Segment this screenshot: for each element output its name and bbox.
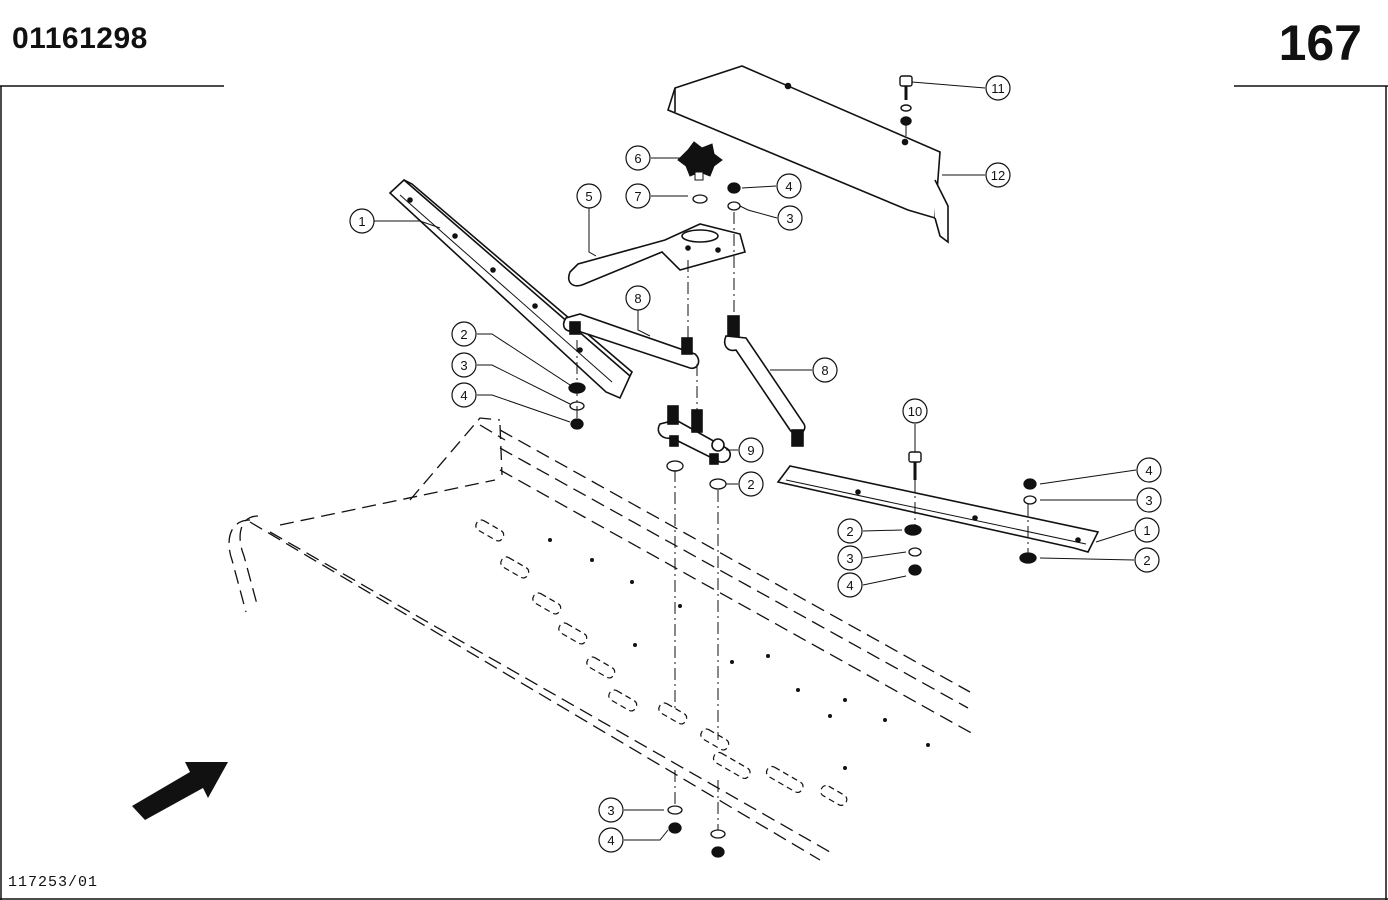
- svg-text:2: 2: [460, 327, 467, 342]
- callout: 2: [837, 518, 863, 544]
- svg-text:4: 4: [460, 388, 467, 403]
- frame-holes: [548, 538, 930, 770]
- rail-right: [776, 465, 1100, 553]
- svg-text:5: 5: [585, 189, 592, 204]
- bolt-11: [899, 75, 913, 126]
- callout: 2: [1134, 547, 1160, 573]
- callout: 1: [349, 208, 375, 234]
- callout: 9: [738, 437, 764, 463]
- bolt-10: [908, 451, 922, 480]
- leader-lines: [374, 81, 1137, 841]
- svg-text:3: 3: [786, 211, 793, 226]
- callout: 4: [776, 173, 802, 199]
- callout: 4: [1136, 457, 1162, 483]
- svg-text:2: 2: [747, 477, 754, 492]
- callout: 6: [625, 145, 651, 171]
- rail-left: [388, 178, 633, 400]
- svg-text:9: 9: [747, 443, 754, 458]
- callout-bubbles: 1 2 3 4 5 6 7 4 3 8 8 9 2 10 11 12 4 3 1…: [349, 75, 1162, 853]
- link-bar-left: [562, 313, 700, 370]
- svg-text:4: 4: [846, 578, 853, 593]
- page-number: 167: [1278, 15, 1362, 71]
- svg-text:4: 4: [607, 833, 614, 848]
- callout: 8: [625, 285, 651, 311]
- svg-text:10: 10: [908, 404, 922, 419]
- svg-text:7: 7: [634, 189, 641, 204]
- svg-text:6: 6: [634, 151, 641, 166]
- callout: 5: [576, 183, 602, 209]
- svg-text:3: 3: [607, 803, 614, 818]
- svg-text:4: 4: [1145, 463, 1152, 478]
- svg-text:1: 1: [1143, 523, 1150, 538]
- frame-slots: [475, 519, 848, 806]
- part-number: 01161298: [12, 22, 148, 55]
- svg-text:11: 11: [991, 81, 1005, 96]
- svg-text:3: 3: [846, 551, 853, 566]
- callout: 4: [837, 572, 863, 598]
- svg-text:8: 8: [634, 291, 641, 306]
- drawing-reference: 117253/01: [8, 874, 99, 891]
- svg-text:4: 4: [785, 179, 792, 194]
- svg-text:3: 3: [1145, 493, 1152, 508]
- link-bar-right: [723, 315, 806, 447]
- star-knob: [677, 141, 723, 181]
- svg-text:3: 3: [460, 358, 467, 373]
- callout: 2: [451, 321, 477, 347]
- svg-text:2: 2: [846, 524, 853, 539]
- lever-bracket: [567, 223, 746, 287]
- callout: 7: [625, 183, 651, 209]
- svg-text:1: 1: [358, 214, 365, 229]
- callout: 3: [837, 545, 863, 571]
- page-frame: [0, 85, 1388, 900]
- callout: 3: [598, 797, 624, 823]
- assembly-center-lines: [576, 124, 1029, 830]
- callout: 2: [738, 471, 764, 497]
- callout: 11: [985, 75, 1011, 101]
- stud-plate: [657, 405, 732, 465]
- cover-plate: [667, 65, 949, 244]
- hardware: [568, 182, 1037, 858]
- callout: 3: [451, 352, 477, 378]
- svg-text:12: 12: [991, 168, 1005, 183]
- callout: 4: [451, 382, 477, 408]
- callout: 12: [985, 162, 1011, 188]
- svg-text:2: 2: [1143, 553, 1150, 568]
- callout: 4: [598, 827, 624, 853]
- machine-frame-outline: [228, 417, 976, 861]
- arrow-icon: [132, 762, 228, 820]
- svg-text:8: 8: [821, 363, 828, 378]
- callout: 3: [777, 205, 803, 231]
- callout: 3: [1136, 487, 1162, 513]
- callout: 10: [902, 398, 928, 424]
- callout: 8: [812, 357, 838, 383]
- callout: 1: [1134, 517, 1160, 543]
